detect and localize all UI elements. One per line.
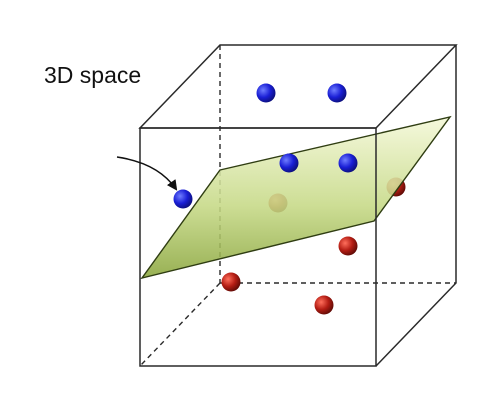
hidden-edge-diagonal [139,282,221,367]
blue-point [256,83,276,103]
blue-point [173,189,193,209]
red-points-near [221,236,358,315]
red-point [314,295,334,315]
red-point [338,236,358,256]
cube-top-face [138,44,458,129]
red-point [221,272,241,292]
label-pointer-arrow [116,156,178,191]
blue-point [327,83,347,103]
blue-points-far [173,83,347,209]
blue-point [338,153,358,173]
cube-visible-edges [138,44,458,367]
cube-right-face [375,45,457,367]
separating-plane [140,115,452,280]
blue-points-near [279,153,358,173]
space-label: 3D space [44,62,141,88]
blue-point [279,153,299,173]
